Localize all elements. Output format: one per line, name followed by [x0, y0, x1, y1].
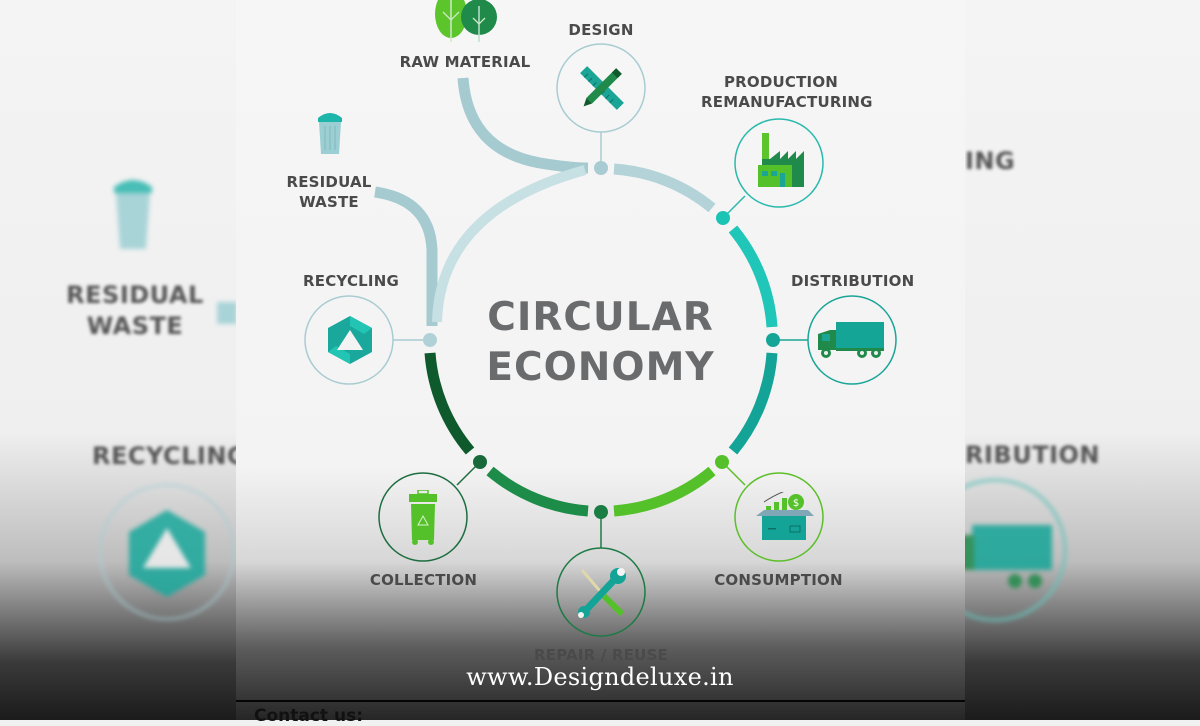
stage-label-consumption: CONSUMPTION — [714, 571, 843, 589]
factory-icon — [758, 133, 804, 187]
stage-label-design: DESIGN — [568, 21, 634, 39]
stage-label-repair-reuse: REPAIR / REUSE — [534, 646, 668, 664]
recycling-inner-path — [432, 165, 587, 323]
stage-label-raw-material: RAW MATERIAL — [399, 53, 531, 71]
stage-node-consumption[interactable] — [735, 473, 823, 561]
arc-consumption-repair — [613, 466, 716, 517]
stage-node-production[interactable] — [735, 119, 823, 207]
stage-label-distribution: DISTRIBUTION — [791, 272, 915, 290]
website-link[interactable]: www.Designdeluxe.in — [466, 663, 734, 691]
arc-repair-collection — [486, 466, 589, 517]
box-growth-icon: $ — [756, 492, 814, 540]
arc-production-distribution — [728, 225, 778, 328]
truck-icon — [818, 322, 884, 358]
infographic-panel: RAW MATERIAL DESIGN PRODUCTION REMANUFAC… — [236, 0, 965, 720]
recycle-bin-icon — [409, 490, 437, 545]
stage-label-recycling: RECYCLING — [303, 272, 399, 290]
trash-can-icon — [318, 113, 342, 154]
background-truck-icon — [940, 478, 1067, 622]
stage-node-repair-reuse[interactable] — [557, 548, 645, 636]
contact-label: Contact us: — [254, 706, 363, 726]
svg-text:$: $ — [793, 498, 799, 509]
center-title: CIRCULAR ECONOMY — [486, 295, 715, 390]
residual-waste-path — [374, 186, 438, 326]
pencil-ruler-icon — [580, 66, 624, 110]
recycle-icon — [328, 316, 372, 364]
trees-icon — [435, 0, 497, 42]
arc-distribution-consumption — [728, 352, 778, 455]
background-trash-can-icon — [114, 180, 152, 249]
background-recycle-icon — [99, 484, 235, 620]
footer-divider — [236, 700, 965, 702]
wrench-screwdriver-icon — [578, 568, 626, 618]
circular-economy-ring — [304, 43, 897, 637]
arc-design-production — [613, 163, 716, 213]
arc-collection-recycling — [424, 352, 475, 455]
raw-material-path — [457, 77, 589, 174]
background-path-segment — [217, 302, 237, 324]
stage-label-residual-waste: RESIDUAL WASTE — [286, 173, 372, 211]
background-production-label: ING — [965, 147, 1016, 175]
background-distribution-label: RIBUTION — [965, 441, 1100, 469]
stage-label-collection: COLLECTION — [369, 571, 478, 589]
background-recycling-label: RECYCLING — [92, 442, 248, 470]
background-residual-label: RESIDUAL WASTE — [66, 281, 204, 340]
stage-label-production: PRODUCTION REMANUFACTURING — [701, 73, 873, 111]
stage-node-collection[interactable] — [379, 473, 467, 561]
stage-node-design[interactable] — [557, 44, 645, 132]
